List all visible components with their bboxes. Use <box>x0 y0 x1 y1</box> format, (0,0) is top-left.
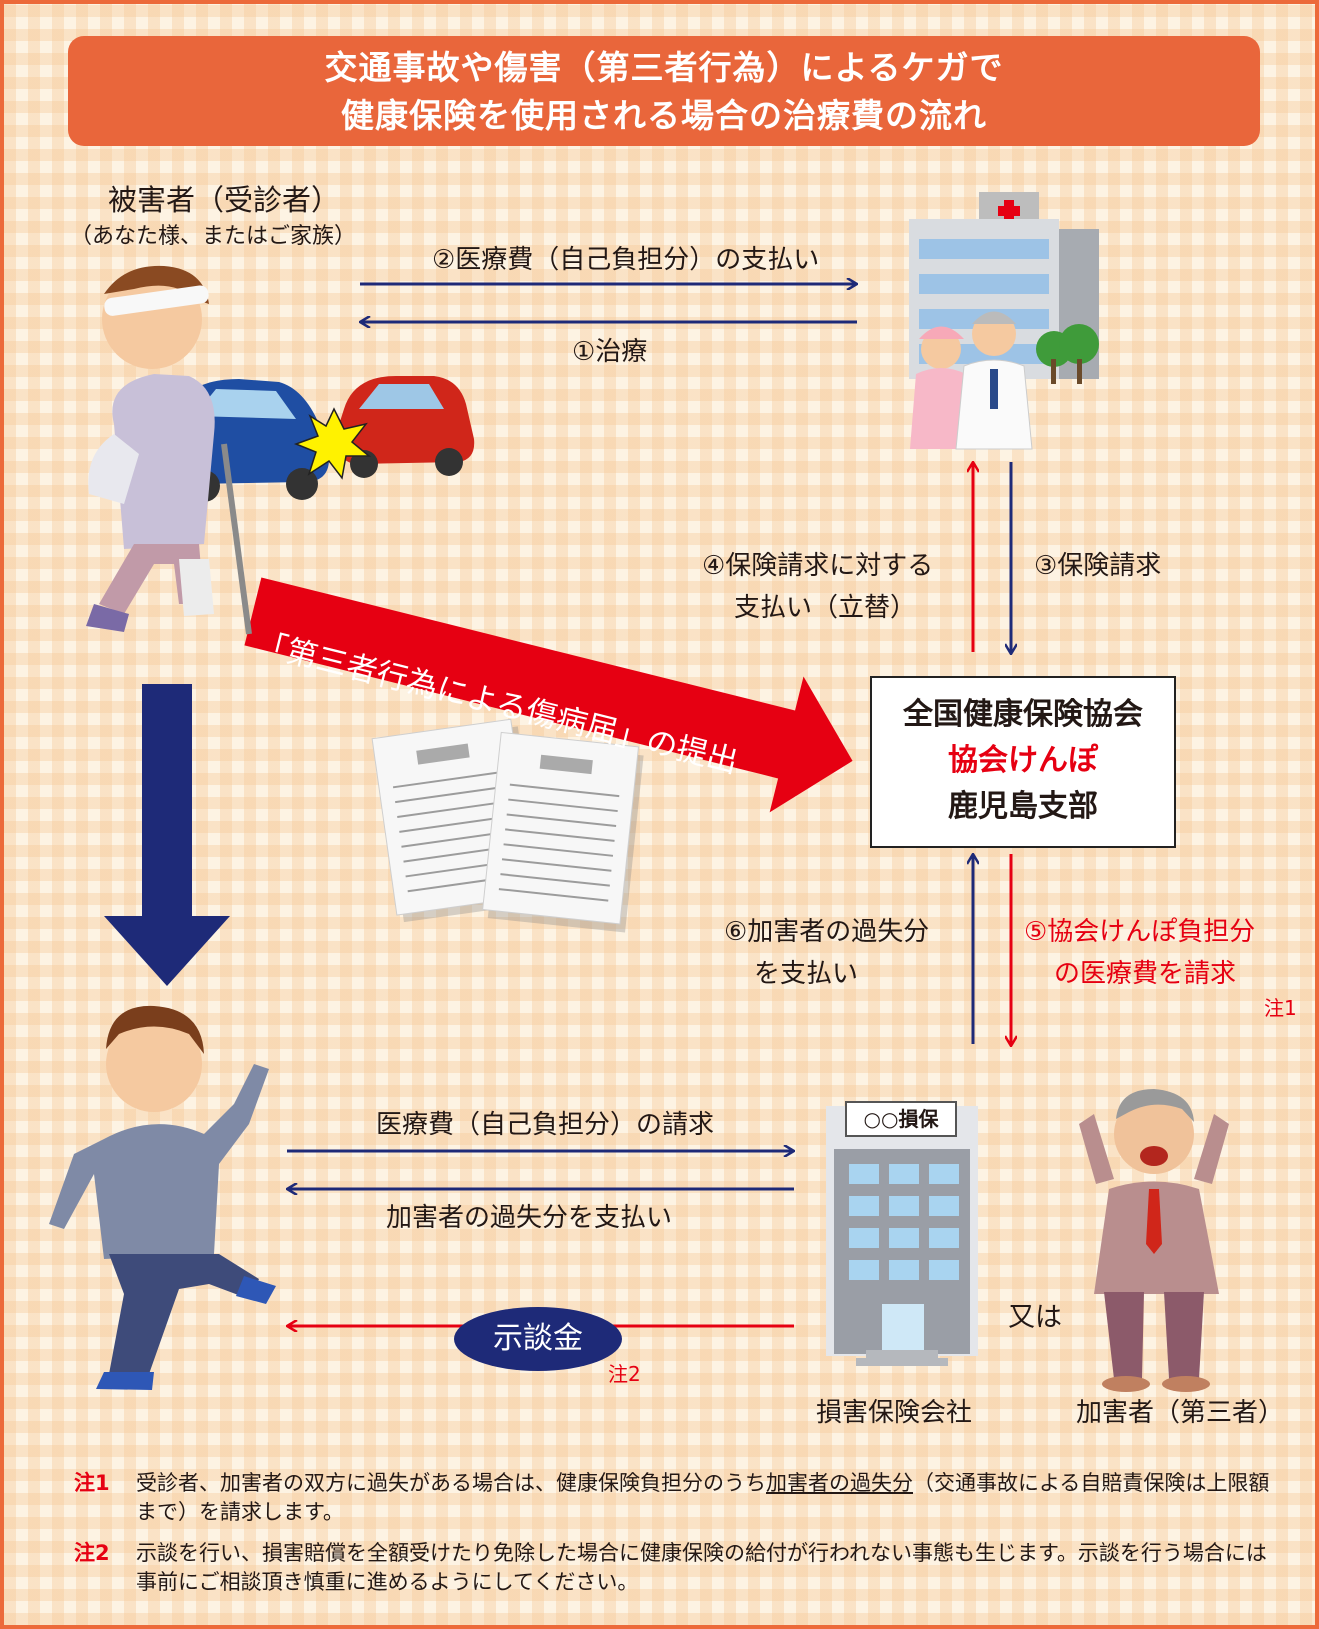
kyokai-line-3: 鹿児島支部 <box>948 789 1098 824</box>
title-line-1: 交通事故や傷害（第三者行為）によるケガで <box>324 48 1004 87</box>
settlement-note-marker: 注2 <box>608 1362 641 1386</box>
note-1: 注1 受診者、加害者の双方に過失がある場合は、健康保険負担分のうち加害者の過失分… <box>74 1469 1274 1527</box>
victim-label: 被害者（受診者） <box>108 183 341 217</box>
payment-of-fault-label-2: を支払い <box>754 959 859 989</box>
note-1-label: 注1 <box>74 1471 110 1495</box>
reimbursement-label-2: 支払い（立替） <box>734 593 917 623</box>
insurance-claim-label: ③保険請求 <box>1034 551 1162 581</box>
payment-to-hospital-label: ②医療費（自己負担分）の支払い <box>432 245 820 275</box>
note-2: 注2 示談を行い、損害賠償を全額受けたり免除した場合に健康保険の給付が行われない… <box>74 1539 1274 1597</box>
insurance-building-icon <box>826 1101 978 1366</box>
payment-of-fault-label-1: ⑥加害者の過失分 <box>724 917 930 947</box>
claim-label-1: ⑤協会けんぽ負担分 <box>1024 917 1256 947</box>
recovered-man-icon <box>49 1005 276 1390</box>
title-banner: 交通事故や傷害（第三者行為）によるケガで 健康保険を使用される場合の治療費の流れ <box>68 36 1260 146</box>
victim-sublabel: （あなた様、またはご家族） <box>70 224 357 249</box>
tree-icon <box>1036 324 1099 384</box>
nurse-icon <box>910 326 972 449</box>
kyokai-kenpo-box: 全国健康保険協会 協会けんぽ 鹿児島支部 <box>870 676 1176 848</box>
notes-section: 注1 受診者、加害者の双方に過失がある場合は、健康保険負担分のうち加害者の過失分… <box>74 1469 1274 1609</box>
treatment-label: ①治療 <box>572 337 648 367</box>
or-label: 又は <box>1008 1302 1062 1333</box>
note-1-underlined: 加害者の過失分 <box>766 1471 913 1495</box>
crashed-cars-icon <box>175 376 475 502</box>
note-2-text: 示談を行い、損害賠償を全額受けたり免除した場合に健康保険の給付が行われない事態も… <box>136 1541 1267 1594</box>
insurer-sign: ○○損保 <box>863 1107 939 1131</box>
report-arrow <box>244 577 853 813</box>
settlement-badge: 示談金 <box>454 1307 622 1371</box>
claim-to-insurer-label: 医療費（自己負担分）の請求 <box>376 1110 715 1140</box>
note-2-label: 注2 <box>74 1541 110 1565</box>
kyokai-line-2: 協会けんぽ <box>948 743 1098 778</box>
injured-man-icon <box>86 265 252 635</box>
documents-icon <box>371 718 644 933</box>
doctor-icon <box>955 311 1033 450</box>
note-1-text-before: 受診者、加害者の双方に過失がある場合は、健康保険負担分のうち <box>136 1471 766 1495</box>
kyokai-line-1: 全国健康保険協会 <box>903 697 1143 732</box>
angry-old-man-icon <box>1079 1089 1229 1392</box>
insurer-label: 損害保険会社 <box>816 1398 973 1428</box>
note-1-text-after: （交通事故による自賠責保険は上限額まで）を請求します。 <box>136 1471 1270 1524</box>
perpetrator-label: 加害者（第三者） <box>1076 1398 1285 1428</box>
diagram-graphics <box>49 192 1229 1392</box>
reimbursement-label-1: ④保険請求に対する <box>702 551 934 581</box>
big-down-arrow <box>104 684 230 986</box>
fault-payment-label: 加害者の過失分を支払い <box>386 1203 673 1233</box>
title-line-2: 健康保険を使用される場合の治療費の流れ <box>341 96 987 135</box>
claim-note-marker: 注1 <box>1264 996 1297 1020</box>
claim-label-2: の医療費を請求 <box>1054 959 1237 989</box>
